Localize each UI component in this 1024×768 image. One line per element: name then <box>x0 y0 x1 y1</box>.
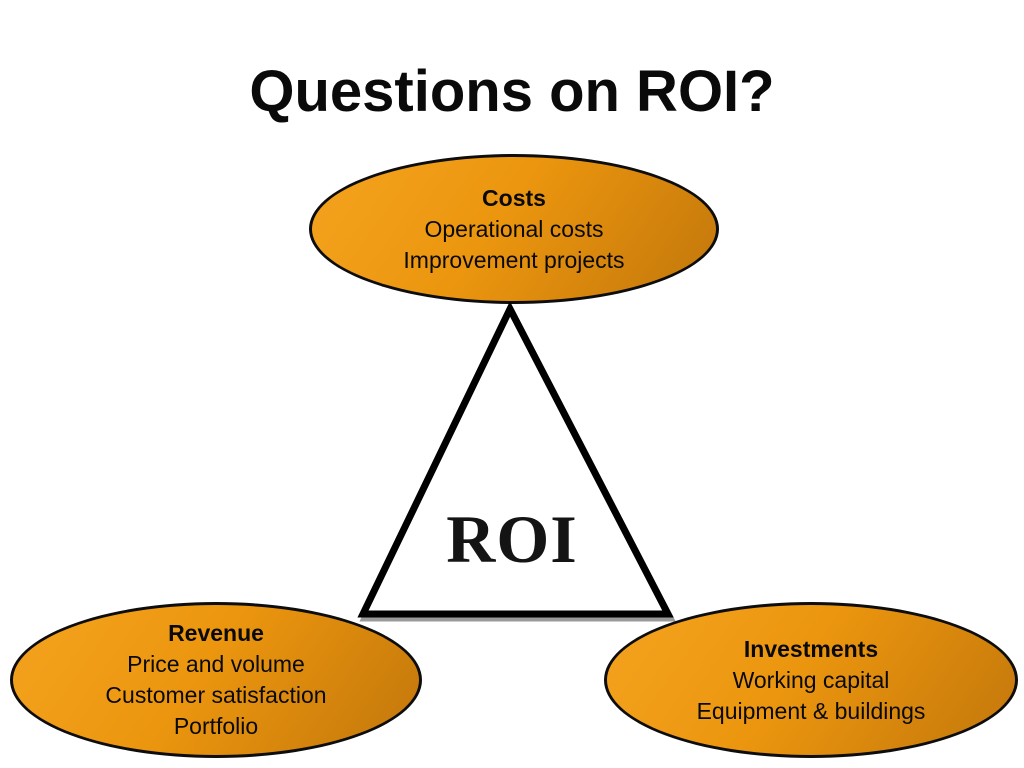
costs-heading: Costs <box>482 184 546 211</box>
roi-label: ROI <box>446 501 578 577</box>
revenue-ellipse: Revenue Price and volume Customer satisf… <box>10 602 422 758</box>
investments-line-1: Working capital <box>732 666 890 693</box>
roi-triangle-shape <box>357 301 674 618</box>
slide-title: Questions on ROI? <box>249 59 775 124</box>
revenue-line-2: Customer satisfaction <box>105 682 327 708</box>
costs-line-2: Improvement projects <box>403 246 625 273</box>
revenue-line-3: Portfolio <box>173 713 259 739</box>
revenue-heading: Revenue <box>168 620 264 646</box>
investments-line-2: Equipment & buildings <box>696 697 926 724</box>
costs-ellipse: Costs Operational costs Improvement proj… <box>309 154 719 304</box>
costs-line-1: Operational costs <box>424 215 604 242</box>
roi-triangle <box>357 301 674 618</box>
investments-heading: Investments <box>743 635 879 662</box>
investments-ellipse: Investments Working capital Equipment & … <box>604 602 1018 758</box>
revenue-line-1: Price and volume <box>127 651 305 677</box>
